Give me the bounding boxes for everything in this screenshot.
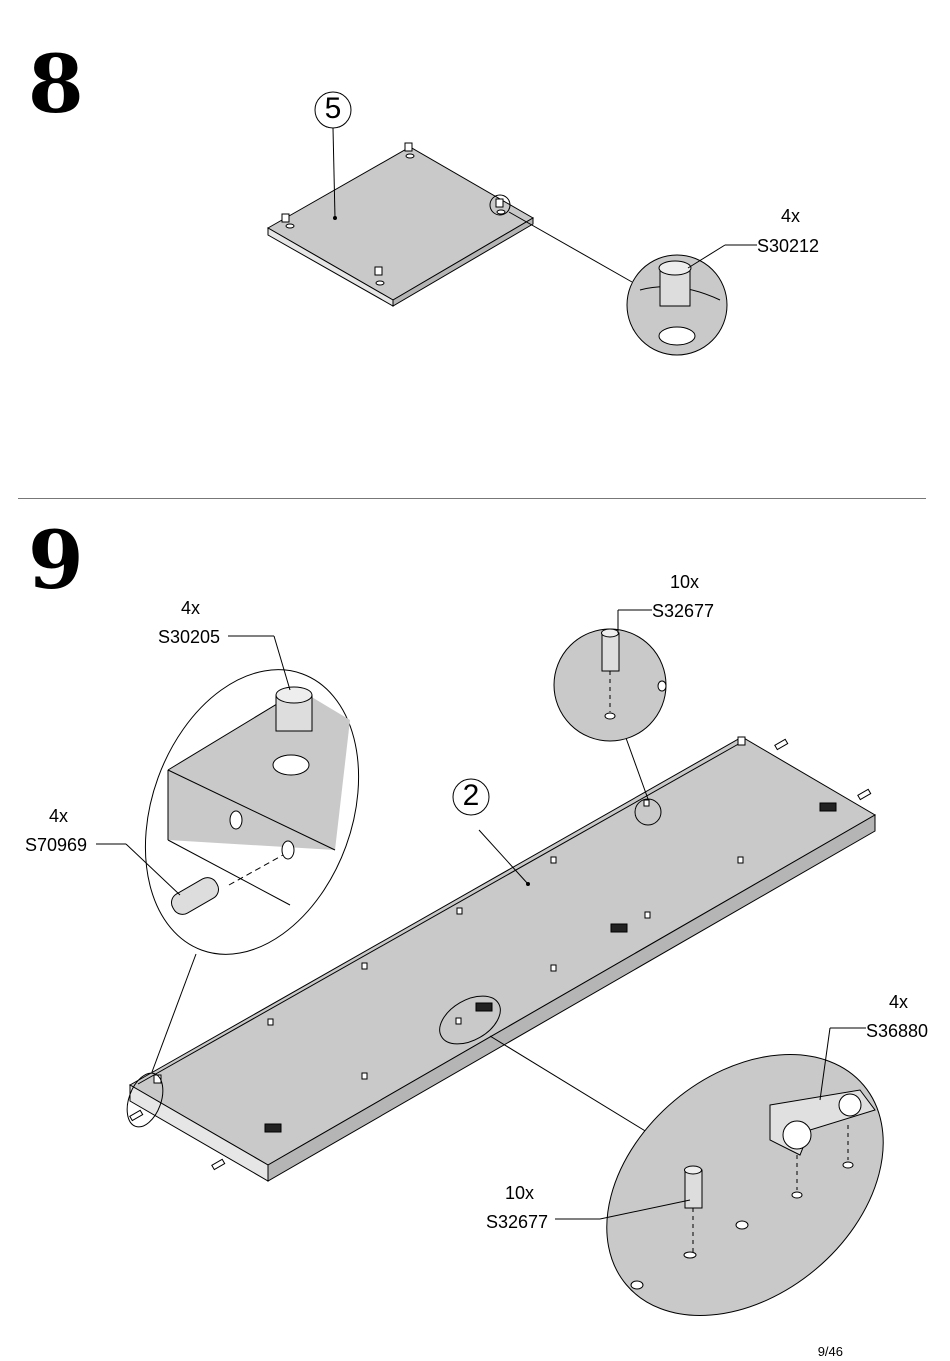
step-9-hw-code-4: S36880 — [866, 1021, 929, 1041]
step-8-hw-qty: 4x — [781, 206, 801, 226]
step-9-bottom-detail-bubble — [606, 1054, 884, 1316]
step-9-number: 9 — [28, 513, 84, 607]
step-8-detail-bubble — [626, 244, 728, 356]
step-8-number: 8 — [28, 37, 84, 131]
step-8-part-number: 5 — [324, 92, 342, 125]
step-9-hw-qty-4: 4x — [889, 992, 909, 1012]
step-divider — [18, 498, 926, 499]
step-9-part-number: 2 — [462, 779, 480, 812]
step-8-hw-code: S30212 — [757, 236, 820, 256]
step-9-hw-qty-5: 10x — [505, 1183, 535, 1203]
step-9-hw-code-2: S70969 — [25, 835, 88, 855]
page-number: 9/46 — [817, 1344, 843, 1359]
step-9-hw-qty-1: 4x — [181, 598, 201, 618]
step-9-panel — [126, 736, 876, 1182]
step-9-hw-qty-3: 10x — [670, 572, 700, 592]
step-9-hw-code-1: S30205 — [158, 627, 221, 647]
step-9-left-detail-bubble — [144, 669, 360, 955]
step-9-top-detail-bubble — [553, 628, 667, 742]
step-9-hw-code-3: S32677 — [652, 601, 715, 621]
step-9-hw-code-5: S32677 — [486, 1212, 549, 1232]
step-9-hw-qty-2: 4x — [49, 806, 69, 826]
step-8-panel — [266, 127, 633, 307]
